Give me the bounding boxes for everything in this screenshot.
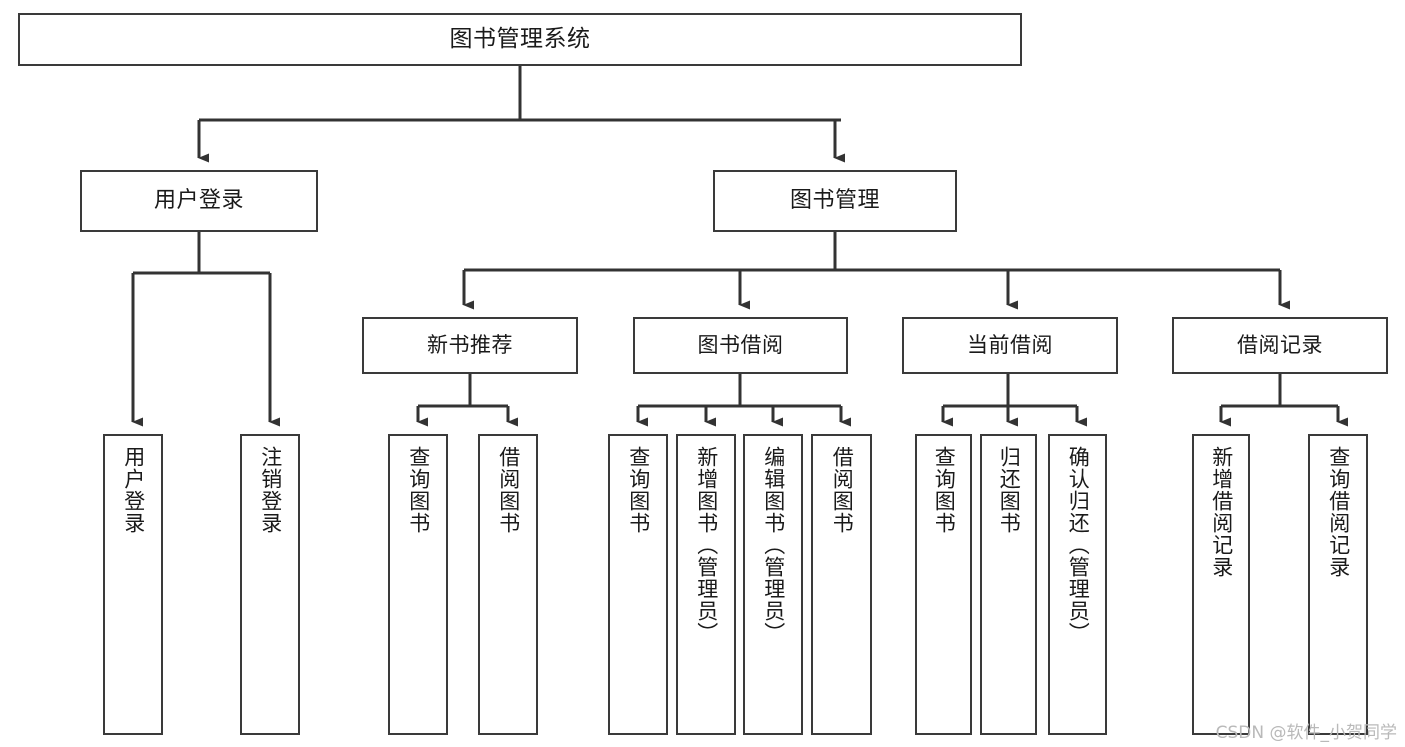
node-leaf-add-book[interactable]: 新增图书（管理员） <box>676 434 736 735</box>
node-leaf-query-book-cb[interactable]: 查询图书 <box>915 434 972 735</box>
node-current-borrow[interactable]: 当前借阅 <box>902 317 1118 374</box>
node-leaf-user-login[interactable]: 用户登录 <box>103 434 163 735</box>
node-book-borrow[interactable]: 图书借阅 <box>633 317 848 374</box>
node-leaf-query-book-bb[interactable]: 查询图书 <box>608 434 668 735</box>
node-leaf-add-book-label: 新增图书（管理员） <box>694 446 719 644</box>
node-leaf-query-book-rec[interactable]: 查询图书 <box>388 434 448 735</box>
node-leaf-borrow-book-rec[interactable]: 借阅图书 <box>478 434 538 735</box>
node-borrow-record-label: 借阅记录 <box>1237 333 1323 358</box>
node-leaf-user-login-label: 用户登录 <box>121 446 146 534</box>
node-leaf-query-record-label: 查询借阅记录 <box>1326 446 1351 578</box>
node-leaf-return-book[interactable]: 归还图书 <box>980 434 1037 735</box>
node-borrow-record[interactable]: 借阅记录 <box>1172 317 1388 374</box>
node-leaf-query-record[interactable]: 查询借阅记录 <box>1308 434 1368 735</box>
node-current-borrow-label: 当前借阅 <box>967 333 1053 358</box>
node-new-book-rec[interactable]: 新书推荐 <box>362 317 578 374</box>
node-leaf-query-book-bb-label: 查询图书 <box>626 446 651 534</box>
node-root-label: 图书管理系统 <box>449 26 591 53</box>
node-leaf-add-record[interactable]: 新增借阅记录 <box>1192 434 1250 735</box>
node-leaf-confirm-return[interactable]: 确认归还（管理员） <box>1048 434 1107 735</box>
node-leaf-add-record-label: 新增借阅记录 <box>1209 446 1234 578</box>
node-new-book-rec-label: 新书推荐 <box>427 333 513 358</box>
node-user-login[interactable]: 用户登录 <box>80 170 318 232</box>
node-leaf-query-book-cb-label: 查询图书 <box>932 446 957 534</box>
node-book-manage[interactable]: 图书管理 <box>713 170 957 232</box>
node-leaf-logout-label: 注销登录 <box>258 446 283 534</box>
node-leaf-edit-book-label: 编辑图书（管理员） <box>761 446 786 644</box>
node-root[interactable]: 图书管理系统 <box>18 13 1022 66</box>
node-leaf-borrow-book-bb[interactable]: 借阅图书 <box>811 434 872 735</box>
node-user-login-label: 用户登录 <box>153 188 244 214</box>
node-leaf-confirm-return-label: 确认归还（管理员） <box>1066 446 1091 644</box>
node-leaf-borrow-book-rec-label: 借阅图书 <box>496 446 521 534</box>
node-leaf-query-book-rec-label: 查询图书 <box>406 446 431 534</box>
node-leaf-edit-book[interactable]: 编辑图书（管理员） <box>743 434 803 735</box>
node-leaf-borrow-book-bb-label: 借阅图书 <box>830 446 855 534</box>
node-leaf-return-book-label: 归还图书 <box>997 446 1022 534</box>
node-book-manage-label: 图书管理 <box>789 188 880 214</box>
node-book-borrow-label: 图书借阅 <box>697 333 784 358</box>
node-leaf-logout[interactable]: 注销登录 <box>240 434 300 735</box>
